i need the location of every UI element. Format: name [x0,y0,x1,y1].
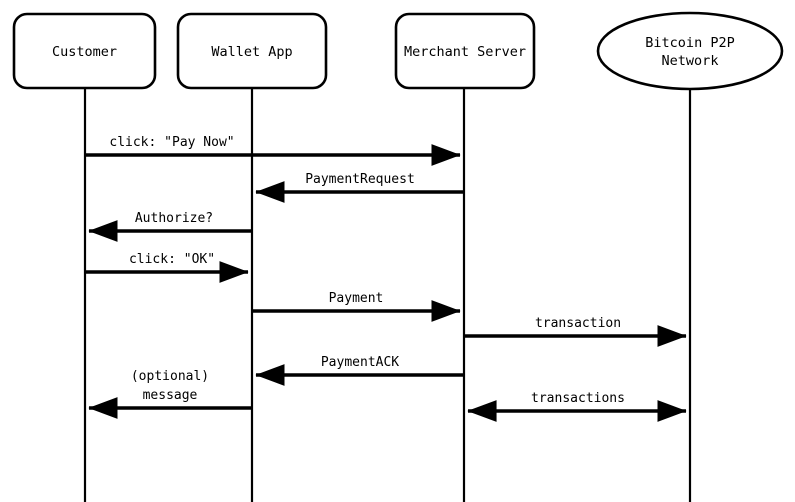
lifelines-group [83,88,692,502]
message-click-ok[interactable]: click: "OK" [85,252,249,283]
customer-box[interactable] [12,12,157,90]
participants-group: Customer Wallet App Merchant Server Bitc… [12,11,784,91]
message-authorize[interactable]: Authorize? [88,211,252,242]
message-payment-request[interactable]: PaymentRequest [255,172,464,203]
message-label-payment-request: PaymentRequest [305,172,415,187]
message-label-payment: Payment [329,291,384,306]
message-label-payment-ack: PaymentACK [321,355,399,370]
message-label-click-pay-now: click: "Pay Now" [109,135,234,150]
messages-group: click: "Pay Now" PaymentRequest Authoriz… [85,135,687,422]
wallet-app-box[interactable] [176,12,328,90]
participant-customer[interactable]: Customer [12,12,157,90]
message-label-optional-message-line1: (optional) [131,369,209,384]
bitcoin-p2p-network-ellipse[interactable] [596,11,784,91]
merchant-server-box[interactable] [394,12,536,90]
message-click-pay-now[interactable]: click: "Pay Now" [85,135,461,166]
bitcoin-p2p-network-label-line2: Network [662,53,719,69]
message-payment-ack[interactable]: PaymentACK [255,355,464,386]
message-label-authorize: Authorize? [135,211,213,226]
participant-merchant-server[interactable]: Merchant Server [394,12,536,90]
wallet-app-label: Wallet App [211,44,292,60]
message-label-optional-message-line2: message [143,388,198,403]
customer-label: Customer [52,44,117,60]
participant-bitcoin-p2p-network[interactable]: Bitcoin P2P Network [596,11,784,91]
message-transactions[interactable]: transactions [467,391,687,422]
bitcoin-p2p-network-label-line1: Bitcoin P2P [645,35,734,51]
message-optional-message[interactable]: (optional) message [88,369,252,419]
participant-wallet-app[interactable]: Wallet App [176,12,328,90]
merchant-server-label: Merchant Server [404,44,526,60]
message-label-transaction: transaction [535,316,621,331]
message-transaction[interactable]: transaction [464,316,687,347]
message-label-click-ok: click: "OK" [129,252,215,267]
message-label-transactions: transactions [531,391,625,406]
message-payment[interactable]: Payment [252,291,461,322]
